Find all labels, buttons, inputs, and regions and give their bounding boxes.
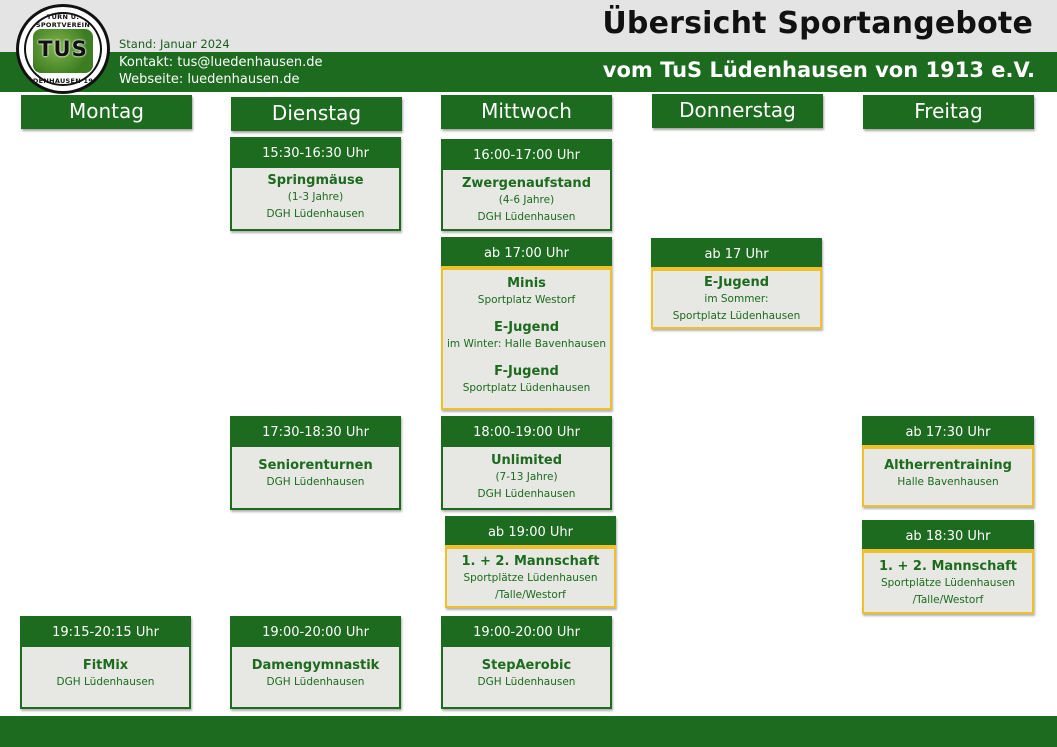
card-time: 19:15-20:15 Uhr xyxy=(20,616,191,647)
card-detail: im Winter: Halle Bavenhausen xyxy=(446,338,607,350)
schedule-card-altherrentraining: ab 17:30 Uhr Altherrentraining Halle Bav… xyxy=(862,416,1034,507)
schedule-card-zwergenaufstand: 16:00-17:00 Uhr Zwergenaufstand (4-6 Jah… xyxy=(441,139,612,231)
schedule-card-stepaerobic: 19:00-20:00 Uhr StepAerobic DGH Lüdenhau… xyxy=(441,616,612,709)
card-body: Springmäuse (1-3 Jahre) DGH Lüdenhausen xyxy=(230,168,401,231)
card-body: Damengymnastik DGH Lüdenhausen xyxy=(230,647,401,709)
footer-green-band xyxy=(0,716,1057,747)
card-time: 17:30-18:30 Uhr xyxy=(230,416,401,447)
schedule-card-springmaeuse: 15:30-16:30 Uhr Springmäuse (1-3 Jahre) … xyxy=(230,137,401,231)
card-title: Seniorenturnen xyxy=(258,458,373,473)
day-header-montag: Montag xyxy=(21,95,192,129)
card-detail: DGH Lüdenhausen xyxy=(477,488,576,500)
card-title: StepAerobic xyxy=(481,658,572,673)
card-time: 19:00-20:00 Uhr xyxy=(230,616,401,647)
card-detail: Sportplatz Westorf xyxy=(477,294,576,306)
card-title: Minis xyxy=(507,276,546,291)
card-body: 1. + 2. Mannschaft Sportplätze Lüdenhaus… xyxy=(445,547,616,608)
card-detail: DGH Lüdenhausen xyxy=(477,676,576,688)
card-title: Damengymnastik xyxy=(251,658,380,673)
card-title: FitMix xyxy=(82,658,129,673)
website-link[interactable]: Webseite: luedenhausen.de xyxy=(119,72,300,87)
card-detail: /Talle/Westorf xyxy=(495,589,566,601)
schedule-card-mannschaft-freitag: ab 18:30 Uhr 1. + 2. Mannschaft Sportplä… xyxy=(862,520,1034,614)
card-time: 15:30-16:30 Uhr xyxy=(230,137,401,168)
card-title: 1. + 2. Mannschaft xyxy=(879,559,1017,574)
card-time: ab 19:00 Uhr xyxy=(445,516,616,547)
card-body: FitMix DGH Lüdenhausen xyxy=(20,647,191,709)
day-header-freitag: Freitag xyxy=(863,95,1034,129)
card-body: E-Jugend im Sommer: Sportplatz Lüdenhaus… xyxy=(651,269,822,329)
card-entry-e-jugend: E-Jugend im Winter: Halle Bavenhausen xyxy=(443,319,610,353)
card-time: ab 18:30 Uhr xyxy=(862,520,1034,551)
card-body: StepAerobic DGH Lüdenhausen xyxy=(441,647,612,709)
logo-ring xyxy=(24,12,102,86)
schedule-card-mannschaft-mittwoch: ab 19:00 Uhr 1. + 2. Mannschaft Sportplä… xyxy=(445,516,616,608)
card-title: E-Jugend xyxy=(493,320,560,335)
page-title: Übersicht Sportangebote xyxy=(602,6,1033,41)
schedule-card-unlimited: 18:00-19:00 Uhr Unlimited (7-13 Jahre) D… xyxy=(441,416,612,510)
card-title: Springmäuse xyxy=(267,173,364,188)
club-logo: TURN U. SPORTVEREIN TUS LÜDENHAUSEN 1913 xyxy=(16,4,110,94)
card-time: ab 17:00 Uhr xyxy=(441,237,612,268)
card-body: Minis Sportplatz Westorf E-Jugend im Win… xyxy=(441,268,612,410)
card-title: Altherrentraining xyxy=(884,458,1012,473)
card-title: Zwergenaufstand xyxy=(461,176,591,191)
schedule-card-fitmix: 19:15-20:15 Uhr FitMix DGH Lüdenhausen xyxy=(20,616,191,709)
schedule-card-jugend-ab-17: ab 17:00 Uhr Minis Sportplatz Westorf E-… xyxy=(441,237,612,410)
card-entry-minis: Minis Sportplatz Westorf xyxy=(443,275,610,309)
card-time: 18:00-19:00 Uhr xyxy=(441,416,612,447)
card-body: Unlimited (7-13 Jahre) DGH Lüdenhausen xyxy=(441,447,612,510)
card-detail: Sportplatz Lüdenhausen xyxy=(672,310,801,322)
card-detail: (4-6 Jahre) xyxy=(498,194,555,206)
card-detail: DGH Lüdenhausen xyxy=(56,676,155,688)
header-green-band xyxy=(0,52,1057,92)
stand-date: Stand: Januar 2024 xyxy=(119,37,230,51)
card-detail: DGH Lüdenhausen xyxy=(266,208,365,220)
card-detail: (1-3 Jahre) xyxy=(287,191,344,203)
card-detail: Sportplätze Lüdenhausen xyxy=(880,577,1016,589)
card-detail: Halle Bavenhausen xyxy=(897,476,999,488)
card-detail: Sportplatz Lüdenhausen xyxy=(462,382,591,394)
schedule-card-damengymnastik: 19:00-20:00 Uhr Damengymnastik DGH Lüden… xyxy=(230,616,401,709)
schedule-card-seniorenturnen: 17:30-18:30 Uhr Seniorenturnen DGH Lüden… xyxy=(230,416,401,510)
logo-text: TUS xyxy=(38,37,88,61)
logo-ring-top-text: TURN U. SPORTVEREIN xyxy=(35,13,91,29)
card-body: Zwergenaufstand (4-6 Jahre) DGH Lüdenhau… xyxy=(441,170,612,231)
card-detail: DGH Lüdenhausen xyxy=(266,476,365,488)
card-body: Seniorenturnen DGH Lüdenhausen xyxy=(230,447,401,510)
card-detail: /Talle/Westorf xyxy=(912,594,984,606)
schedule-card-e-jugend-sommer: ab 17 Uhr E-Jugend im Sommer: Sportplatz… xyxy=(651,238,822,329)
card-body: Altherrentraining Halle Bavenhausen xyxy=(862,447,1034,507)
card-detail: im Sommer: xyxy=(704,293,769,305)
day-header-mittwoch: Mittwoch xyxy=(441,95,612,129)
day-header-dienstag: Dienstag xyxy=(231,97,402,131)
card-title: Unlimited xyxy=(490,453,563,468)
card-time: 19:00-20:00 Uhr xyxy=(441,616,612,647)
card-time: ab 17 Uhr xyxy=(651,238,822,269)
card-entry-f-jugend: F-Jugend Sportplatz Lüdenhausen xyxy=(443,363,610,397)
card-detail: DGH Lüdenhausen xyxy=(477,211,576,223)
card-time: 16:00-17:00 Uhr xyxy=(441,139,612,170)
day-header-donnerstag: Donnerstag xyxy=(652,94,823,128)
card-detail: DGH Lüdenhausen xyxy=(266,676,365,688)
header-background xyxy=(0,0,1057,52)
card-title: 1. + 2. Mannschaft xyxy=(461,554,600,569)
card-detail: (7-13 Jahre) xyxy=(495,471,558,483)
card-time: ab 17:30 Uhr xyxy=(862,416,1034,447)
logo-grass-emblem xyxy=(33,29,93,73)
card-title: F-Jugend xyxy=(494,364,559,379)
card-body: 1. + 2. Mannschaft Sportplätze Lüdenhaus… xyxy=(862,551,1034,614)
logo-ring-bottom-text: LÜDENHAUSEN 1913 xyxy=(23,77,103,85)
card-title: E-Jugend xyxy=(703,275,770,290)
page-subtitle: vom TuS Lüdenhausen von 1913 e.V. xyxy=(602,58,1035,82)
card-detail: Sportplätze Lüdenhausen xyxy=(463,572,598,584)
contact-email[interactable]: Kontakt: tus@luedenhausen.de xyxy=(119,55,323,70)
